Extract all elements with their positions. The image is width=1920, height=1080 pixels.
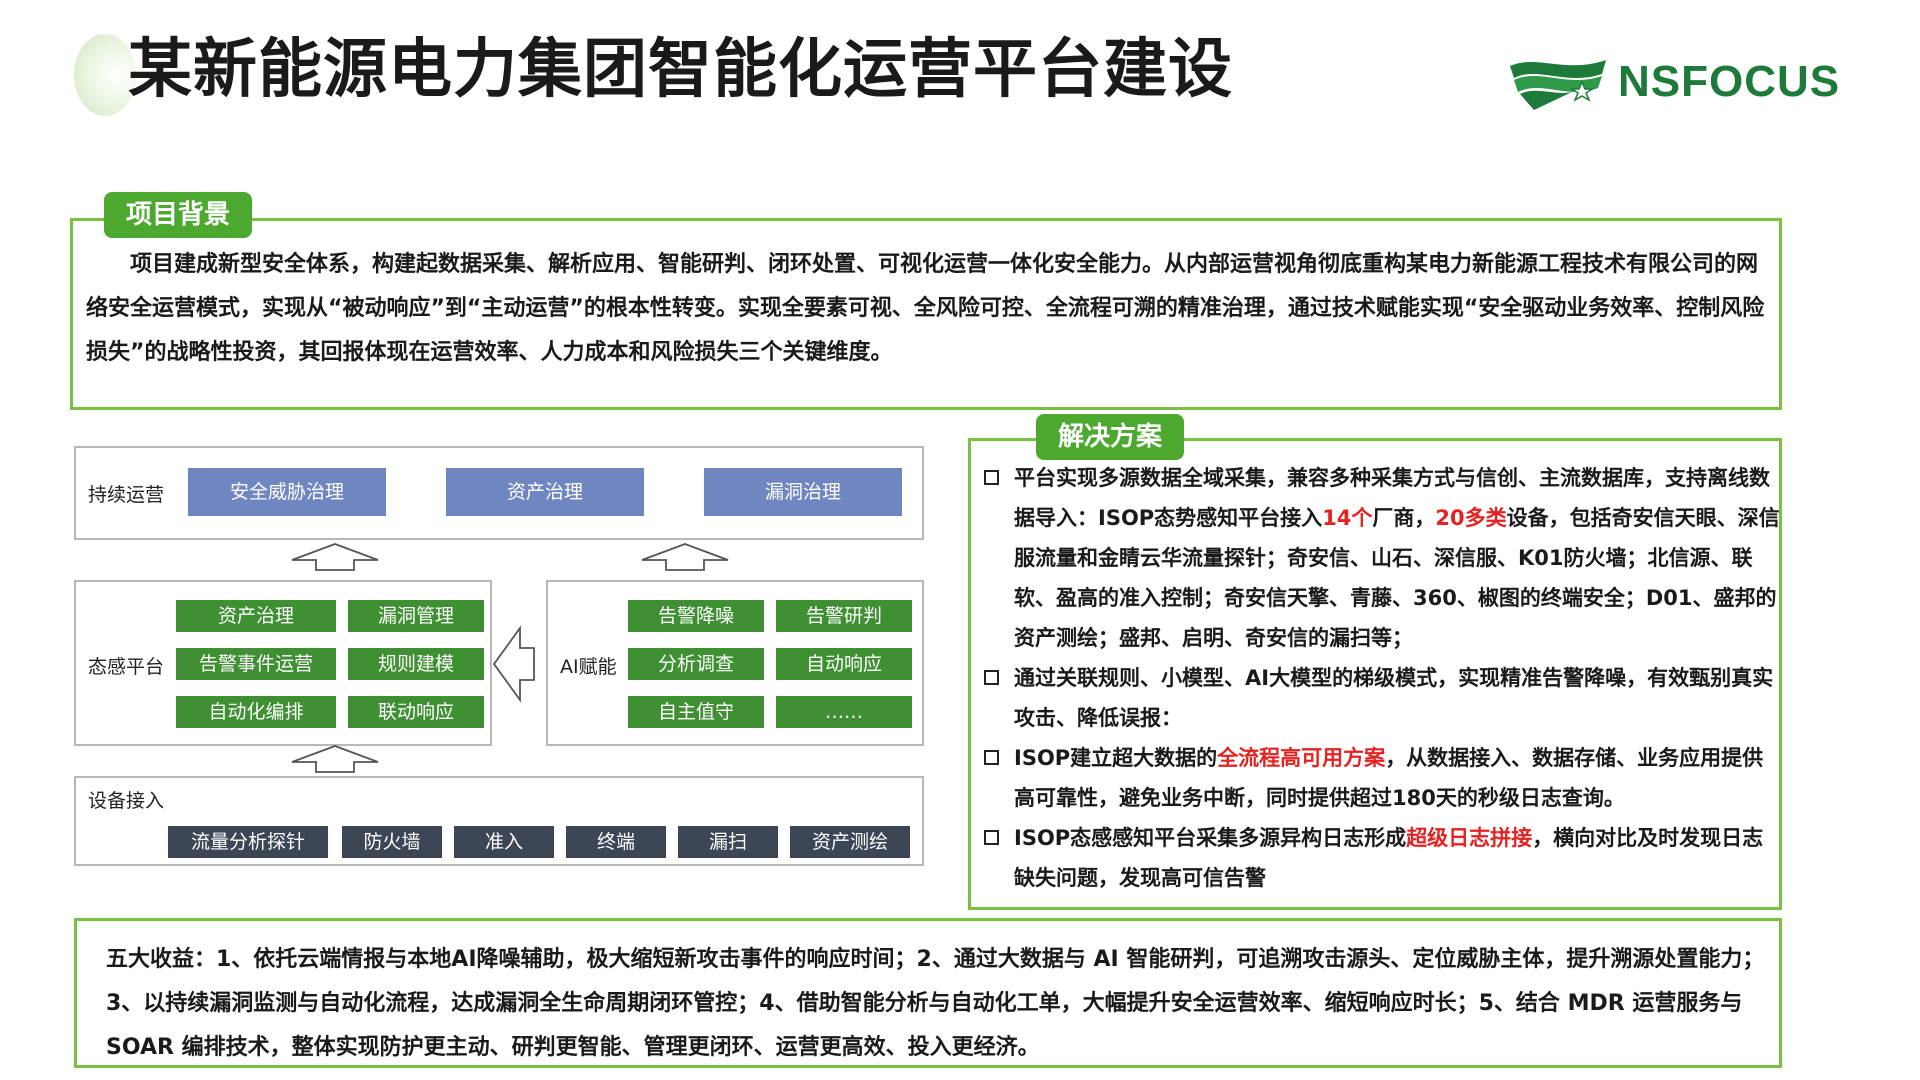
logo-text: NSFOCUS xyxy=(1618,57,1841,106)
checkbox-square-icon xyxy=(984,470,999,485)
solution-item: ISOP态感感知平台采集多源异构日志形成超级日志拼接，横向对比及时发现日志缺失问… xyxy=(982,818,1782,898)
device-item[interactable]: 终端 xyxy=(566,826,666,858)
title-decoration xyxy=(74,34,136,116)
nsfocus-logo: NSFOCUS xyxy=(1506,52,1876,112)
benefits-text: 五大收益：1、依托云端情报与本地AI降噪辅助，极大缩短新攻击事件的响应时间；2、… xyxy=(106,947,1765,1060)
solution-item: 通过关联规则、小模型、AI大模型的梯级模式，实现精准告警降噪，有效甄别真实攻击、… xyxy=(982,658,1782,738)
left-arrow-icon xyxy=(492,625,535,703)
ai-item[interactable]: 告警降噪 xyxy=(628,600,764,632)
ai-item[interactable]: 自主值守 xyxy=(628,696,764,728)
sense-item[interactable]: 资产治理 xyxy=(176,600,336,632)
page-title: 某新能源电力集团智能化运营平台建设 xyxy=(128,33,1233,107)
ai-item[interactable]: …… xyxy=(776,696,912,728)
device-item[interactable]: 资产测绘 xyxy=(790,826,910,858)
sense-item[interactable]: 自动化编排 xyxy=(176,696,336,728)
sense-item[interactable]: 告警事件运营 xyxy=(176,648,336,680)
checkbox-square-icon xyxy=(984,670,999,685)
checkbox-square-icon xyxy=(984,750,999,765)
ai-item[interactable]: 自动响应 xyxy=(776,648,912,680)
up-arrow-icon xyxy=(641,543,729,571)
device-item[interactable]: 防火墙 xyxy=(342,826,442,858)
up-arrow-icon xyxy=(291,543,379,571)
benefits-panel xyxy=(74,918,1782,1068)
ops-label: 持续运营 xyxy=(88,484,165,506)
checkbox-square-icon xyxy=(984,830,999,845)
sense-item[interactable]: 规则建模 xyxy=(348,648,484,680)
sense-item[interactable]: 漏洞管理 xyxy=(348,600,484,632)
device-item[interactable]: 准入 xyxy=(454,826,554,858)
solution-item: 平台实现多源数据全域采集，兼容多种采集方式与信创、主流数据库，支持离线数据导入：… xyxy=(982,458,1782,658)
solution-list: 平台实现多源数据全域采集，兼容多种采集方式与信创、主流数据库，支持离线数据导入：… xyxy=(982,458,1782,898)
device-label: 设备接入 xyxy=(88,790,165,812)
sense-label: 态感平台 xyxy=(88,656,165,678)
sense-item[interactable]: 联动响应 xyxy=(348,696,484,728)
solution-panel xyxy=(968,438,1782,910)
device-item[interactable]: 漏扫 xyxy=(678,826,778,858)
up-arrow-icon xyxy=(291,745,379,773)
background-tag: 项目背景 xyxy=(104,192,252,238)
solution-item: ISOP建立超大数据的全流程高可用方案，从数据接入、数据存储、业务应用提供高可靠… xyxy=(982,738,1782,818)
ai-label: AI赋能 xyxy=(560,656,617,678)
logo-flag-icon xyxy=(1510,60,1606,110)
ai-item[interactable]: 分析调查 xyxy=(628,648,764,680)
ops-item[interactable]: 漏洞治理 xyxy=(704,468,902,516)
ops-item[interactable]: 安全威胁治理 xyxy=(188,468,386,516)
ai-item[interactable]: 告警研判 xyxy=(776,600,912,632)
ops-item[interactable]: 资产治理 xyxy=(446,468,644,516)
background-text: 项目建成新型安全体系，构建起数据采集、解析应用、智能研判、闭环处置、可视化运营一… xyxy=(86,252,1765,365)
background-panel xyxy=(70,218,1782,410)
device-item[interactable]: 流量分析探针 xyxy=(168,826,328,858)
solution-tag: 解决方案 xyxy=(1036,414,1184,460)
